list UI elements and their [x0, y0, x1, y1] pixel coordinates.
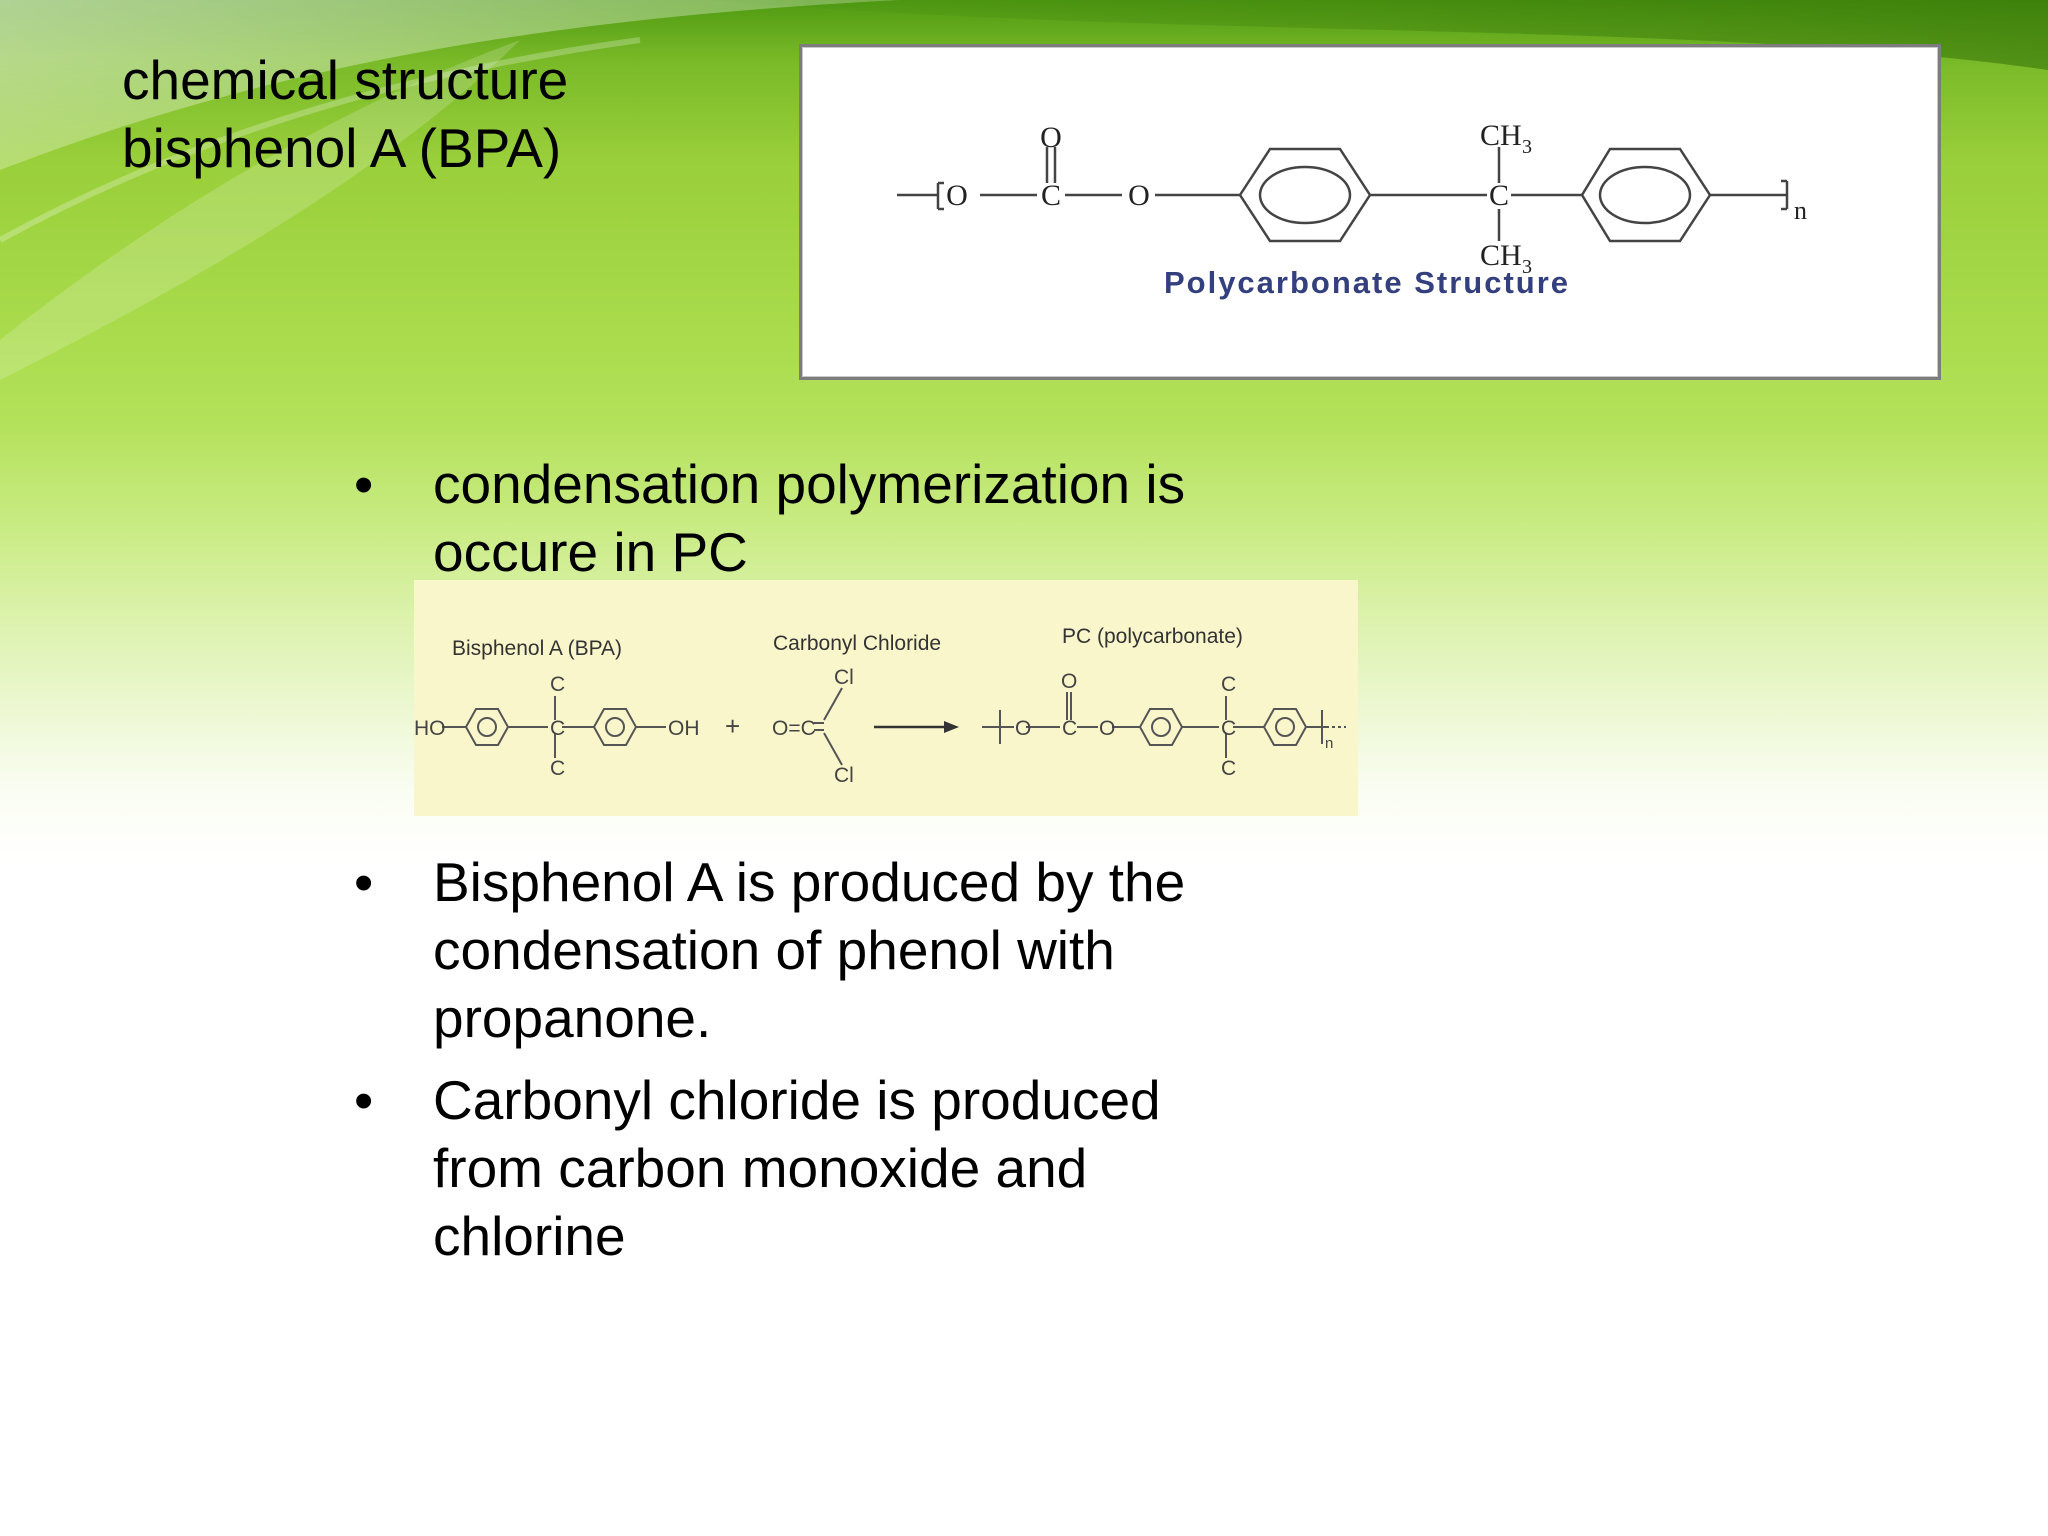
pc-oxygen-2: O	[1099, 717, 1115, 740]
carbonyl-o-eq-c: O=C	[772, 717, 816, 740]
oxygen-atom-1: O	[946, 179, 968, 212]
reagent-ho: HO	[414, 717, 446, 740]
bullet-symbol: •	[354, 1069, 374, 1131]
bullet-text: Bisphenol A is produced by the condensat…	[433, 848, 1253, 1052]
bullet-line: Carbonyl chloride is produced	[433, 1069, 1161, 1131]
bullet-text: Carbonyl chloride is produced from carbo…	[433, 1066, 1253, 1270]
polycarbonate-structure-figure: O C O O C CH 3 CH 3 n Polycarbonate Stru…	[799, 44, 1941, 380]
pc-central-carbon: C	[1221, 717, 1236, 740]
polycarbonate-structure-diagram: O C O O C CH 3 CH 3 n Polycarbonate Stru…	[897, 119, 1807, 300]
pc-repeat-n: n	[1325, 735, 1333, 752]
bullet-text: condensation polymerization is occure in…	[433, 450, 1253, 586]
polycarbonate-reaction-figure: Bisphenol A (BPA) Carbonyl Chloride PC (…	[414, 580, 1358, 816]
ch3-bottom-subscript: 3	[1522, 256, 1532, 278]
bullet-line: condensation of phenol with	[433, 919, 1115, 981]
bullet-line: Bisphenol A is produced by the	[433, 851, 1186, 913]
reagent-oh: OH	[668, 717, 700, 740]
chloride-bottom: Cl	[834, 764, 854, 787]
carbon-atom-carbonyl: C	[1041, 179, 1061, 212]
bullet-line: occure in PC	[433, 521, 748, 583]
chloride-top: Cl	[834, 666, 854, 689]
pc-methyl-top: C	[1221, 673, 1236, 696]
slide-title-line-2: bisphenol A (BPA)	[122, 117, 562, 179]
carbon-atom-central: C	[1489, 179, 1509, 212]
bullet-symbol: •	[354, 851, 374, 913]
label-carbonyl-chloride: Carbonyl Chloride	[773, 632, 941, 655]
bpa-central-carbon: C	[550, 717, 565, 740]
ch3-top: CH	[1480, 119, 1522, 152]
bpa-methyl-top: C	[550, 673, 565, 696]
oxygen-atom-2: O	[1128, 179, 1150, 212]
bullet-symbol: •	[354, 453, 374, 515]
slide-title: chemical structure bisphenol A (BPA)	[122, 46, 568, 182]
bullet-line: chlorine	[433, 1205, 626, 1267]
pc-oxygen-1: O	[1015, 717, 1031, 740]
repeat-unit-n: n	[1794, 196, 1807, 225]
ch3-top-subscript: 3	[1522, 136, 1532, 158]
oxygen-atom-carbonyl: O	[1040, 121, 1062, 154]
ch3-bottom: CH	[1480, 239, 1522, 272]
pc-carbonyl-carbon: C	[1062, 717, 1077, 740]
bullet-line: from carbon monoxide and	[433, 1137, 1088, 1199]
pc-carbonyl-oxygen: O	[1061, 670, 1077, 693]
bpa-methyl-bottom: C	[550, 757, 565, 780]
pc-methyl-bottom: C	[1221, 757, 1236, 780]
bullet-line: condensation polymerization is	[433, 453, 1186, 515]
bullet-line: propanone.	[433, 987, 712, 1049]
polycarbonate-reaction-diagram: Bisphenol A (BPA) Carbonyl Chloride PC (…	[414, 625, 1346, 787]
reaction-plus: +	[725, 711, 740, 741]
label-bisphenol-a: Bisphenol A (BPA)	[452, 637, 622, 660]
slide-title-line-1: chemical structure	[122, 49, 569, 111]
polycarbonate-caption: Polycarbonate Structure	[1164, 265, 1570, 300]
label-polycarbonate: PC (polycarbonate)	[1062, 625, 1243, 648]
